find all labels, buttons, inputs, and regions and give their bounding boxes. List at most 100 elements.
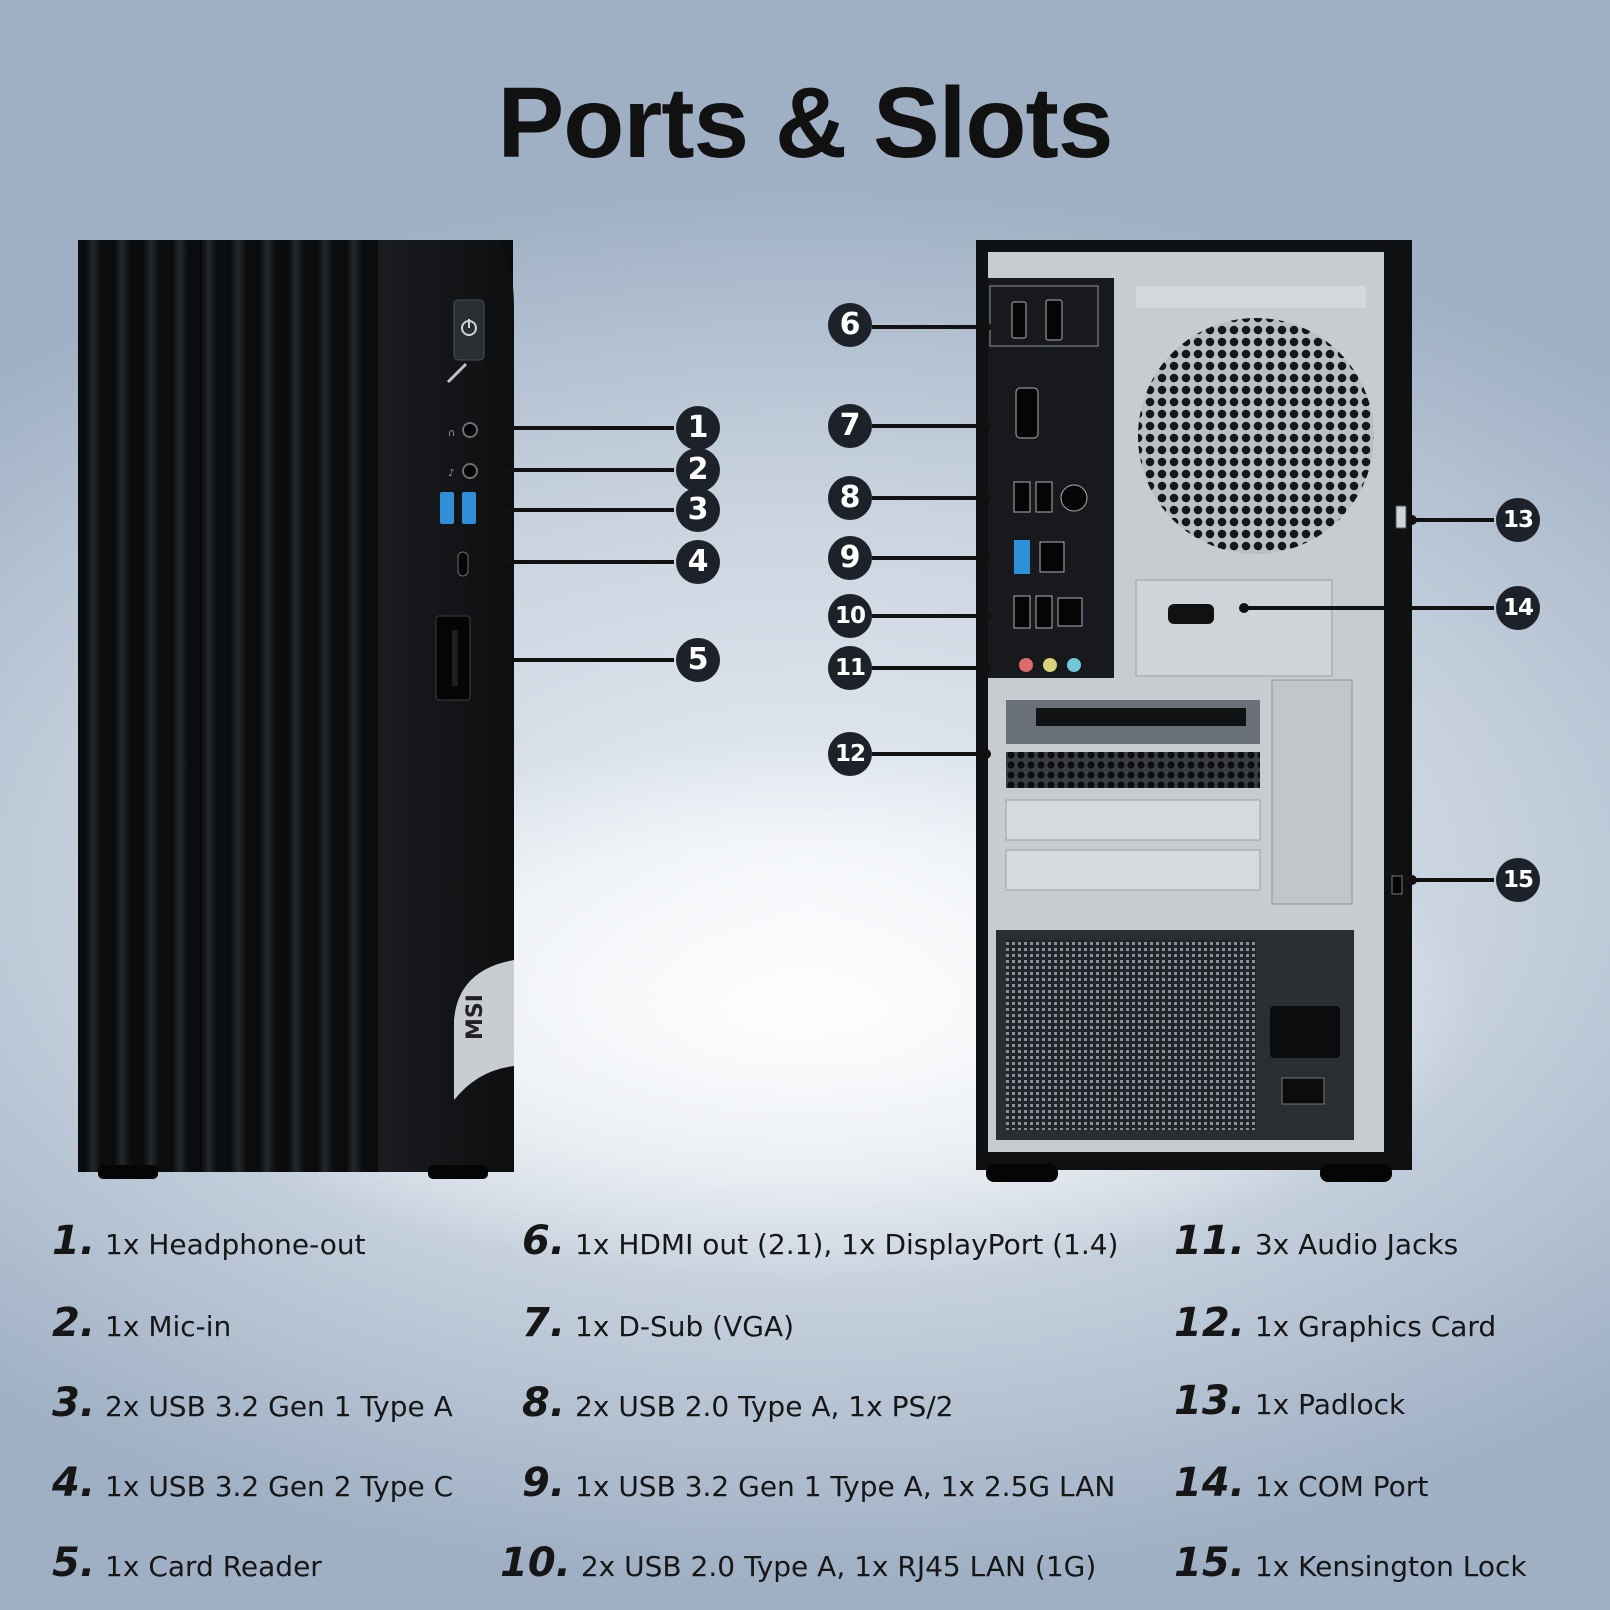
leader-dot [981, 493, 991, 503]
legend-item: 14.1x COM Port [1174, 1460, 1428, 1506]
leader-line [872, 666, 986, 670]
legend-number: 1. [52, 1218, 96, 1264]
usb-a-port-2 [462, 492, 476, 524]
power-switch [1281, 1077, 1325, 1105]
usb2-port-2 [1035, 481, 1053, 513]
callout-number: 15 [1502, 867, 1534, 893]
callout-marker: 8 [828, 476, 872, 520]
callout-marker: 12 [828, 732, 872, 776]
rear-tower-image [976, 240, 1412, 1182]
legend-item: 7.1x D-Sub (VGA) [522, 1300, 794, 1346]
leader-dot [1239, 603, 1249, 613]
callout-number: 7 [839, 408, 861, 443]
leader-line [486, 426, 674, 430]
usb2-port-3 [1013, 595, 1031, 629]
front-fins [84, 240, 363, 1172]
leader-dot [981, 322, 991, 332]
legend-text: 1x Headphone-out [105, 1228, 366, 1261]
usb2-port-1 [1013, 481, 1031, 513]
leader-dot [981, 553, 991, 563]
leader-dot [981, 611, 991, 621]
legend-text: 1x USB 3.2 Gen 2 Type C [105, 1470, 454, 1503]
callout-marker: 7 [828, 404, 872, 448]
legend-number: 15. [1174, 1540, 1245, 1586]
legend-text: 2x USB 2.0 Type A, 1x PS/2 [575, 1390, 954, 1423]
callout-marker: 2 [676, 448, 720, 492]
legend-text: 1x USB 3.2 Gen 1 Type A, 1x 2.5G LAN [575, 1470, 1116, 1503]
callout-number: 1 [687, 410, 709, 445]
leader-line [872, 325, 986, 329]
legend-text: 2x USB 3.2 Gen 1 Type A [105, 1390, 453, 1423]
legend-item: 2.1x Mic-in [52, 1300, 231, 1346]
callout-number: 6 [839, 307, 861, 342]
callout-marker: 5 [676, 638, 720, 682]
page-title: Ports & Slots [497, 67, 1114, 179]
mic-icon: ♪ [448, 468, 454, 479]
legend-number: 9. [522, 1460, 566, 1506]
leader-line [486, 658, 674, 662]
legend-item: 12. 1x Graphics Card [1174, 1300, 1496, 1346]
callout-marker: 1 [676, 406, 720, 450]
legend-number: 14. [1174, 1460, 1245, 1506]
leader-line [872, 614, 986, 618]
callout-number: 14 [1502, 595, 1534, 621]
callout-marker: 11 [828, 646, 872, 690]
legend-text: 1x Card Reader [105, 1550, 322, 1583]
legend-number: 8. [522, 1380, 566, 1426]
msi-logo: MSI [463, 994, 488, 1040]
callout-marker: 6 [828, 303, 872, 347]
leader-dot [1407, 875, 1417, 885]
callout-number: 3 [687, 492, 709, 527]
legend-text: 3x Audio Jacks [1254, 1228, 1459, 1261]
leader-line [872, 496, 986, 500]
leader-dot [981, 749, 991, 759]
callout-marker: 10 [828, 594, 872, 638]
callout-number: 10 [834, 603, 866, 629]
legend-item: 9. 1x USB 3.2 Gen 1 Type A, 1x 2.5G LAN [522, 1460, 1115, 1506]
leader-line [872, 752, 986, 756]
legend-item: 3.2x USB 3.2 Gen 1 Type A [52, 1380, 453, 1426]
gpu-vent [1006, 752, 1260, 788]
legend-number: 10. [500, 1540, 571, 1586]
legend-text: 1x Graphics Card [1254, 1310, 1497, 1343]
legend-item: 13. 1x Padlock [1174, 1378, 1405, 1424]
psu-vent [1006, 940, 1256, 1130]
leader-line [486, 468, 674, 472]
legend-text: 1x D-Sub (VGA) [575, 1310, 795, 1343]
callout-number: 5 [687, 642, 709, 677]
leader-dot [481, 655, 491, 665]
ps2-port [1060, 484, 1088, 512]
callout-number: 13 [1502, 507, 1534, 533]
power-button [446, 299, 485, 384]
legend-number: 6. [522, 1218, 566, 1264]
leader-line [1412, 518, 1494, 522]
leader-dot [1407, 515, 1417, 525]
gpu-outputs [1036, 708, 1246, 726]
legend-item: 8. 2x USB 2.0 Type A, 1x PS/2 [522, 1380, 953, 1426]
callout-marker: 9 [828, 536, 872, 580]
legend-text: 1x Padlock [1254, 1388, 1406, 1421]
legend-number: 12. [1174, 1300, 1245, 1346]
audio-jack-pink [1019, 658, 1033, 672]
audio-jack-blue [1067, 658, 1081, 672]
mic-jack [462, 463, 478, 479]
callout-marker: 15 [1496, 858, 1540, 902]
leader-dot [481, 465, 491, 475]
legend-number: 5. [52, 1540, 96, 1586]
leader-dot [481, 505, 491, 515]
legend-item: 15.1x Kensington Lock [1174, 1540, 1527, 1586]
legend-item: 11.3x Audio Jacks [1174, 1218, 1458, 1264]
audio-jack-lime [1043, 658, 1057, 672]
legend-text: 2x USB 2.0 Type A, 1x RJ45 LAN (1G) [580, 1550, 1097, 1583]
callout-marker: 3 [676, 488, 720, 532]
legend-text: 1x HDMI out (2.1), 1x DisplayPort (1.4) [575, 1228, 1119, 1261]
callout-marker: 13 [1496, 498, 1540, 542]
leader-line [1244, 606, 1494, 610]
leader-line [486, 508, 674, 512]
leader-dot [981, 663, 991, 673]
vga-port [1015, 387, 1039, 439]
displayport-port [1045, 299, 1063, 341]
legend-number: 13. [1174, 1378, 1245, 1424]
usb-a-port-1 [440, 492, 454, 524]
com-port [1168, 604, 1214, 624]
